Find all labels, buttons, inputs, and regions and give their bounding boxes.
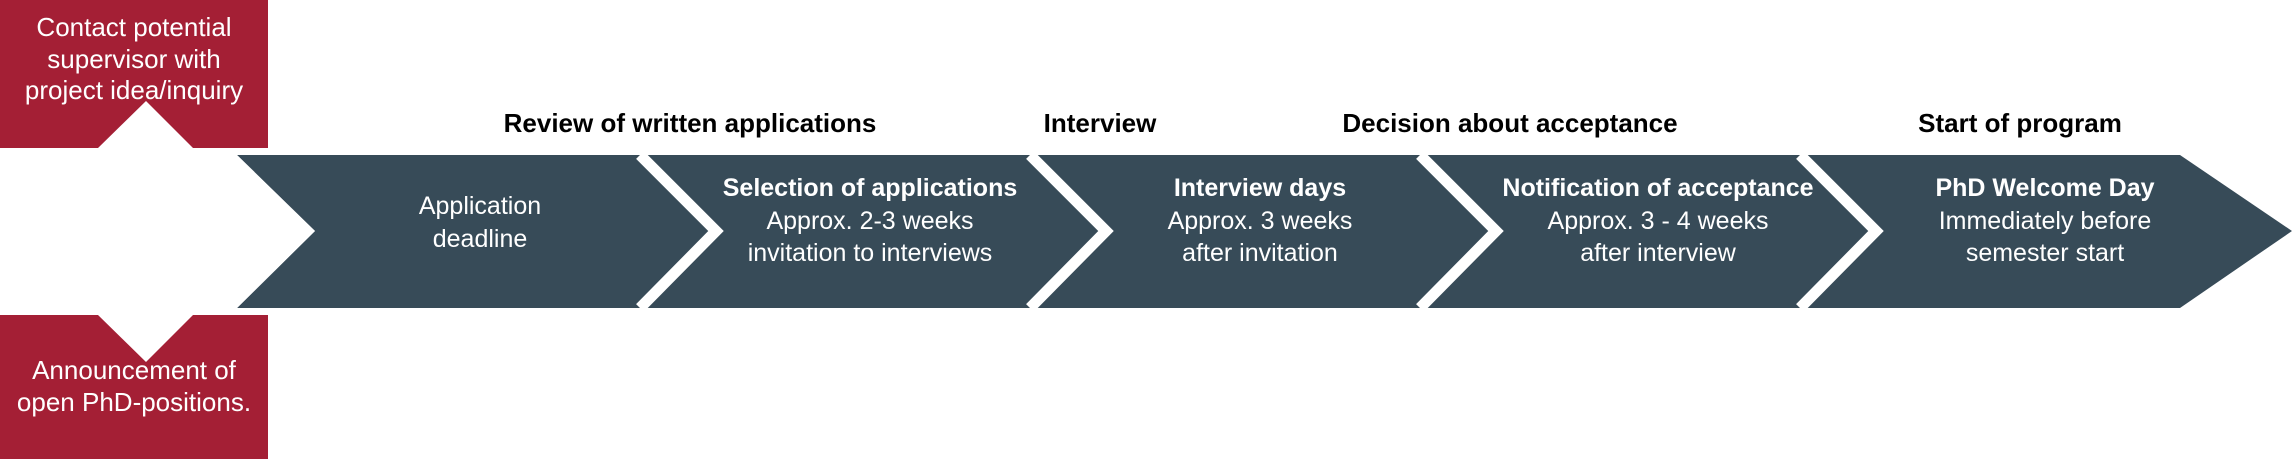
chevron-separator-1 — [636, 151, 724, 312]
stage-line: invitation to interviews — [747, 239, 993, 267]
stage-header-review: Review of written applications — [503, 108, 877, 138]
callout-line: supervisor with — [47, 43, 221, 74]
chevron-separators — [636, 151, 1884, 312]
stage-title: Notification of acceptance — [1502, 174, 1814, 202]
callout-line: project idea/inquiry — [24, 75, 244, 106]
stage-body-application-deadline: Application deadline — [330, 190, 630, 255]
stage-line: Approx. 3 weeks — [1167, 206, 1353, 235]
stage-body-notification-of-acceptance: Notification of acceptance Approx. 3 - 4… — [1498, 172, 1818, 270]
stage-title: PhD Welcome Day — [1935, 174, 2155, 202]
stage-body-selection-of-applications: Selection of applications Approx. 2-3 we… — [715, 172, 1025, 270]
process-band — [237, 155, 2292, 308]
stage-title: Interview days — [1173, 174, 1347, 202]
stage-line: after invitation — [1182, 239, 1338, 267]
callout-announcement-positions: Announcement of open PhD-positions. — [0, 355, 268, 418]
stage-title: Selection of applications — [722, 174, 1018, 202]
stage-body-interview-days: Interview days Approx. 3 weeks after inv… — [1110, 172, 1410, 270]
callout-contact-supervisor: Contact potential supervisor with projec… — [0, 12, 268, 107]
stage-line: after interview — [1580, 239, 1736, 267]
chevron-separator-4 — [1796, 151, 1884, 312]
stage-header-decision: Decision about acceptance — [1342, 108, 1678, 138]
callout-line: Contact potential — [36, 12, 232, 42]
callout-shape-bottom — [0, 315, 268, 459]
stage-header-interview: Interview — [1043, 108, 1157, 138]
stage-line: Immediately before — [1938, 206, 2152, 235]
stage-line: Approx. 2-3 weeks — [766, 206, 974, 235]
stage-line: Application — [418, 192, 542, 220]
stage-body-phd-welcome-day: PhD Welcome Day Immediately before semes… — [1880, 172, 2210, 270]
stage-line: deadline — [432, 224, 528, 253]
callout-shape-top — [0, 0, 268, 148]
band-entry-wedge — [155, 155, 315, 308]
chevron-separator-3 — [1416, 151, 1504, 312]
stage-line: Approx. 3 - 4 weeks — [1547, 206, 1769, 235]
callout-line: open PhD-positions. — [16, 386, 252, 417]
stage-header-start-of-program: Start of program — [1918, 108, 2122, 138]
callout-line: Announcement of — [32, 355, 236, 385]
chevron-separator-2 — [1026, 151, 1114, 312]
stage-line: semester start — [1965, 239, 2125, 267]
